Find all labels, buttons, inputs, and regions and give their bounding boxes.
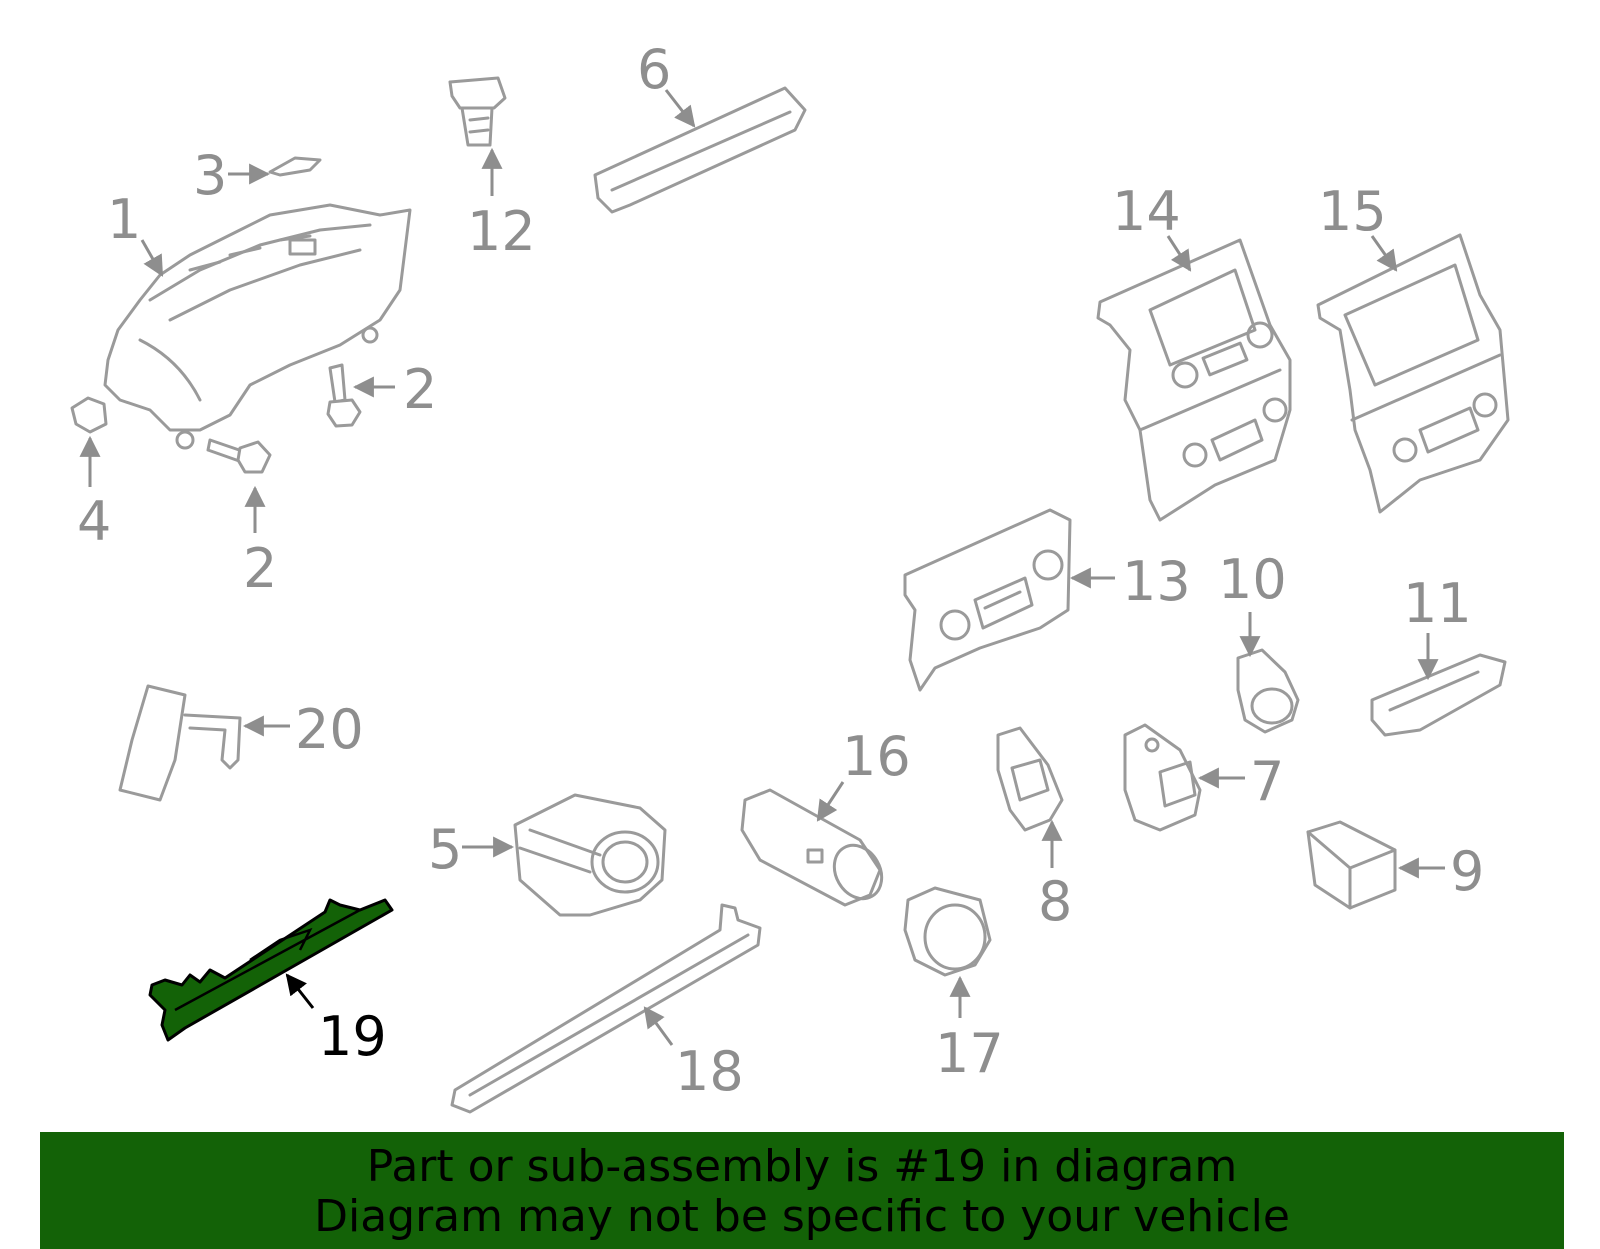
callout-11: 11	[1403, 572, 1472, 681]
banner-line-disclaimer: Diagram may not be specific to your vehi…	[314, 1191, 1290, 1242]
callout-1: 1	[107, 188, 164, 277]
callout-17: 17	[935, 975, 1004, 1085]
part-1-instrument-cluster[interactable]	[103, 203, 412, 450]
banner-line-part-info: Part or sub-assembly is #19 in diagram	[366, 1141, 1238, 1192]
part-2-screw-upper[interactable]	[326, 363, 362, 428]
callout-2-upper: 2	[352, 358, 437, 421]
part-15-radio-bezel[interactable]	[1316, 233, 1510, 514]
part-13-climate-control[interactable]	[903, 508, 1072, 692]
svg-text:12: 12	[467, 200, 536, 263]
svg-text:20: 20	[295, 698, 364, 761]
callout-8: 8	[1038, 819, 1072, 933]
svg-text:4: 4	[77, 490, 111, 553]
svg-text:17: 17	[935, 1022, 1004, 1085]
svg-text:8: 8	[1038, 870, 1072, 933]
callout-5: 5	[428, 818, 515, 881]
svg-text:2: 2	[403, 358, 437, 421]
callout-9: 9	[1397, 840, 1484, 903]
svg-text:11: 11	[1403, 572, 1472, 635]
part-20-sensor[interactable]	[118, 684, 242, 802]
info-banner: Part or sub-assembly is #19 in diagram D…	[40, 1132, 1564, 1249]
svg-text:16: 16	[842, 725, 911, 788]
svg-text:19: 19	[318, 1005, 387, 1068]
part-5-headlamp-switch[interactable]	[513, 793, 667, 917]
callout-7: 7	[1197, 750, 1284, 813]
svg-text:14: 14	[1112, 180, 1181, 243]
part-4-cap[interactable]	[70, 396, 108, 434]
part-8-switch[interactable]	[996, 726, 1064, 832]
svg-text:9: 9	[1450, 840, 1484, 903]
callout-15: 15	[1318, 180, 1398, 272]
svg-text:7: 7	[1250, 750, 1284, 813]
svg-text:13: 13	[1122, 550, 1191, 613]
part-12-switch[interactable]	[448, 76, 507, 147]
part-7-switch-cluster[interactable]	[1123, 723, 1202, 832]
part-10-switch[interactable]	[1236, 648, 1300, 734]
part-16-lighter-socket[interactable]	[740, 788, 891, 907]
part-14-radio-bezel[interactable]	[1096, 238, 1292, 522]
callout-12: 12	[467, 147, 536, 263]
part-9-switch[interactable]	[1306, 820, 1397, 910]
part-11-switch[interactable]	[1370, 653, 1507, 737]
svg-text:2: 2	[243, 537, 277, 600]
callout-18: 18	[643, 1006, 744, 1103]
part-18-trim-rail[interactable]	[450, 903, 762, 1114]
callout-19: 19	[285, 973, 387, 1068]
svg-text:5: 5	[428, 818, 462, 881]
callout-4: 4	[77, 435, 111, 553]
part-19-highlighted-part[interactable]	[148, 898, 394, 1042]
callout-16: 16	[816, 725, 911, 822]
callout-2-lower: 2	[243, 485, 277, 600]
part-6-trim-strip[interactable]	[593, 86, 807, 214]
svg-text:3: 3	[193, 144, 227, 207]
svg-text:18: 18	[675, 1040, 744, 1103]
part-2-screw-lower[interactable]	[206, 438, 272, 474]
svg-text:15: 15	[1318, 180, 1387, 243]
callout-6: 6	[637, 38, 696, 128]
callout-20: 20	[242, 698, 364, 761]
svg-text:6: 6	[637, 38, 671, 101]
svg-text:10: 10	[1218, 548, 1287, 611]
svg-text:1: 1	[107, 188, 141, 251]
callout-10: 10	[1218, 548, 1287, 658]
callout-3: 3	[193, 144, 271, 207]
part-17-switch[interactable]	[903, 886, 992, 977]
callout-13: 13	[1069, 550, 1191, 613]
part-3-clip[interactable]	[268, 156, 322, 177]
callout-14: 14	[1112, 180, 1192, 272]
